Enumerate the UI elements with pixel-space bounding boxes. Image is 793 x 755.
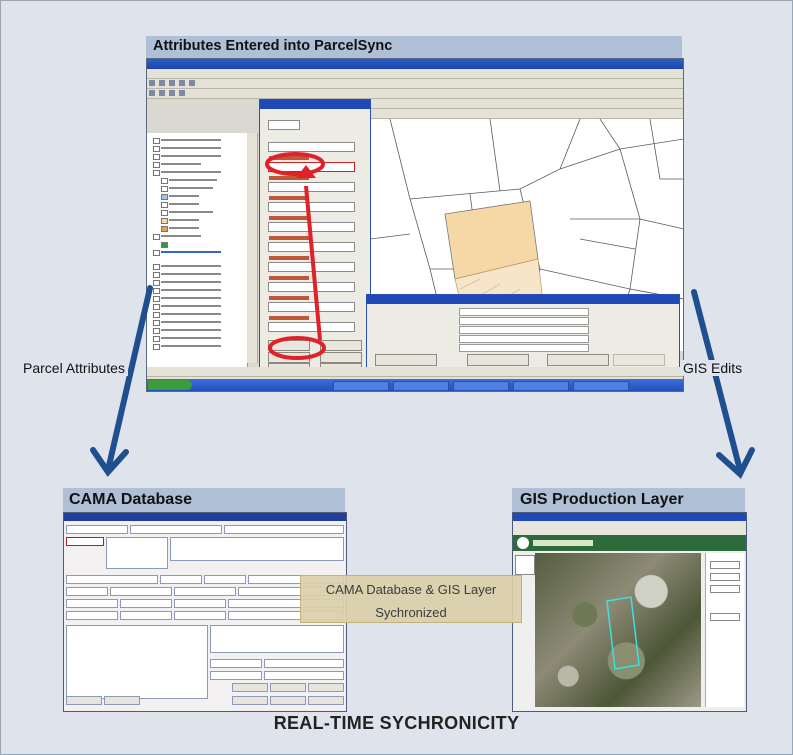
- gis-screenshot: [512, 512, 747, 712]
- dialog-titlebar: [260, 100, 370, 109]
- top-caption: Attributes Entered into ParcelSync: [153, 38, 393, 54]
- dialog-button[interactable]: [268, 340, 310, 351]
- gis-header: GIS Production Layer: [512, 488, 745, 512]
- top-caption-bar: Attributes Entered into ParcelSync: [146, 36, 682, 58]
- gis-edits-label: GIS Edits: [680, 360, 746, 376]
- popup-button[interactable]: [375, 354, 437, 366]
- toolbar-row-2: [147, 89, 683, 99]
- windows-taskbar: [147, 379, 683, 391]
- popup-line: [459, 335, 589, 343]
- arrow-down-left-icon: [105, 285, 153, 473]
- red-arrowhead-icon: [296, 165, 316, 178]
- aerial-imagery[interactable]: [535, 553, 701, 707]
- cama-screenshot: [63, 512, 347, 712]
- dialog-field[interactable]: [268, 322, 355, 332]
- cama-title: CAMA Database: [69, 491, 192, 508]
- red-arrow-icon: [304, 185, 322, 341]
- taskbar-item[interactable]: [453, 381, 509, 391]
- toolbar-row-3: [369, 99, 683, 109]
- menu-bar: [147, 69, 683, 79]
- browser-titlebar: [513, 513, 746, 521]
- toolbar-row-1: [147, 79, 683, 89]
- tool-column: [247, 133, 258, 363]
- popup-line: [459, 308, 589, 316]
- gis-title: GIS Production Layer: [520, 491, 684, 508]
- window-titlebar: [147, 59, 683, 69]
- start-button[interactable]: [148, 380, 192, 390]
- popup-titlebar: [367, 295, 679, 304]
- popup-line: [459, 326, 589, 334]
- dialog-field[interactable]: [268, 302, 355, 312]
- arrow-down-right-head-icon: [716, 447, 755, 479]
- arrow-down-left-head-icon: [90, 447, 129, 477]
- dialog-field[interactable]: [268, 120, 300, 130]
- toolbar-row-4: [369, 109, 683, 119]
- table-of-contents[interactable]: [147, 133, 248, 368]
- sync-line-1: CAMA Database & GIS Layer: [325, 582, 497, 597]
- arrow-down-right-icon: [691, 289, 743, 473]
- cama-titlebar: [64, 513, 346, 521]
- dialog-button[interactable]: [320, 340, 362, 351]
- county-banner: [513, 535, 746, 551]
- popup-line: [459, 344, 589, 352]
- sync-note: CAMA Database & GIS Layer Sychronized: [300, 575, 522, 623]
- taskbar-item[interactable]: [573, 381, 629, 391]
- browser-toolbar: [513, 521, 746, 536]
- footer-title: REAL-TIME SYCHRONICITY: [273, 713, 520, 733]
- parcel-popup-dialog[interactable]: [366, 294, 680, 376]
- red-ellipse-highlight-icon: [268, 336, 326, 360]
- dialog-field[interactable]: [268, 202, 355, 212]
- sync-line-2: Sychronized: [375, 605, 447, 620]
- taskbar-item[interactable]: [513, 381, 569, 391]
- selected-parcel-outline[interactable]: [606, 596, 640, 670]
- dialog-field[interactable]: [268, 142, 355, 152]
- popup-button[interactable]: [467, 354, 529, 366]
- red-ellipse-highlight-icon: [265, 152, 325, 176]
- popup-line: [459, 317, 589, 325]
- dialog-button[interactable]: [320, 352, 362, 363]
- parcel-attributes-label: Parcel Attributes: [20, 360, 128, 376]
- popup-button[interactable]: [547, 354, 609, 366]
- cama-header: CAMA Database: [63, 488, 345, 512]
- overview-map[interactable]: [515, 555, 535, 575]
- parcelsync-screenshot: [146, 58, 684, 392]
- taskbar-item[interactable]: [333, 381, 389, 391]
- dialog-field[interactable]: [268, 282, 355, 292]
- side-panel: [705, 553, 744, 707]
- taskbar-item[interactable]: [393, 381, 449, 391]
- popup-button[interactable]: [613, 354, 665, 366]
- dialog-field[interactable]: [268, 182, 355, 192]
- drawing-toolbar: [147, 367, 683, 377]
